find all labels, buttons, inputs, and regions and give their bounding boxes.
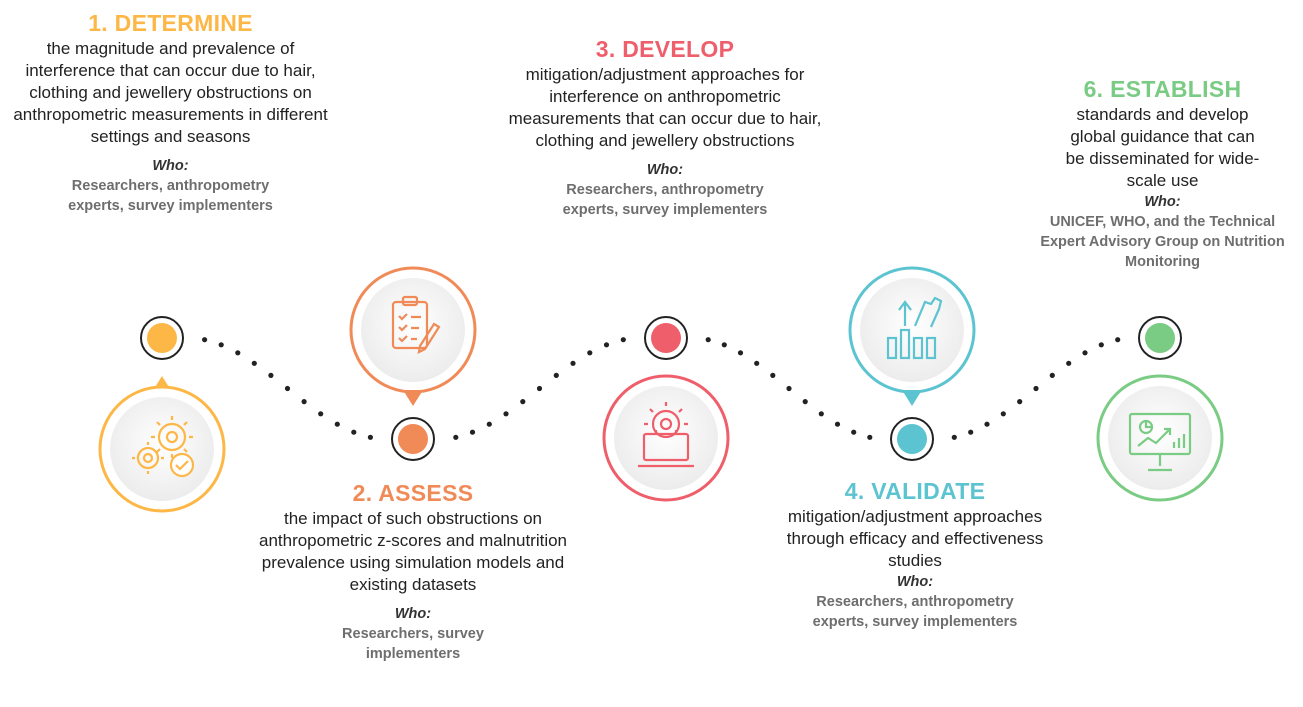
- connector-dot: [802, 399, 808, 405]
- connector-dot: [1115, 337, 1121, 343]
- connector-dot: [570, 360, 576, 366]
- connector-dot: [620, 337, 626, 343]
- step4-text: 4. VALIDATE mitigation/adjustment approa…: [765, 478, 1065, 632]
- connector-dot: [202, 337, 208, 343]
- connector-dot: [367, 434, 373, 440]
- step2-who: Researchers, survey implementers: [342, 626, 484, 662]
- step3-description: mitigation/adjustment approaches for int…: [508, 65, 822, 150]
- connector-dot: [1017, 399, 1023, 405]
- connector-dot: [218, 342, 224, 348]
- step4-marker: [890, 417, 934, 461]
- step2-heading: 2. ASSESS: [352, 480, 474, 506]
- connector-dot: [770, 372, 776, 378]
- step2-description: the impact of such obstructions on anthr…: [258, 509, 568, 594]
- presentation-chart-icon: [1128, 412, 1192, 472]
- step6-who-label: Who:: [1144, 194, 1181, 210]
- clipboard-pencil-icon: [391, 295, 441, 354]
- step3-who: Researchers, anthropometry experts, surv…: [562, 182, 768, 218]
- connector-dot: [318, 411, 324, 417]
- connector-dot: [503, 411, 509, 417]
- step4-who: Researchers, anthropometry experts, surv…: [812, 594, 1018, 630]
- connector-dot: [786, 385, 792, 392]
- connector-dot: [851, 429, 857, 435]
- step1-who: Researchers, anthropometry experts, surv…: [68, 178, 273, 214]
- connector-dot: [1049, 372, 1055, 378]
- step6-description: standards and develop global guidance th…: [1065, 105, 1260, 190]
- gears-check-icon: [132, 416, 195, 478]
- connector-dot: [235, 350, 241, 356]
- connector-dot: [721, 342, 727, 348]
- connector-dot: [351, 429, 357, 435]
- step4-who-label: Who:: [896, 574, 934, 590]
- connector-dot: [951, 434, 957, 440]
- step1-description: the magnitude and prevalence of interfer…: [13, 39, 328, 146]
- connector-dot: [834, 421, 841, 427]
- connector-dot: [705, 337, 711, 343]
- connector-dot: [469, 429, 476, 435]
- gear-laptop-icon: [638, 402, 694, 468]
- connector-dot: [268, 372, 274, 378]
- connector-dot: [301, 399, 307, 405]
- step1-who-label: Who:: [152, 158, 189, 174]
- connector-dot: [1033, 385, 1039, 392]
- connector-dot: [968, 429, 974, 435]
- connector-dot: [334, 421, 340, 427]
- step3-who-label: Who:: [646, 162, 684, 178]
- connector-dot: [587, 350, 593, 356]
- step1-heading: 1. DETERMINE: [88, 10, 253, 36]
- step2-marker: [391, 417, 435, 461]
- step2-text: 2. ASSESS the impact of such obstruction…: [252, 480, 574, 664]
- step6-marker: [1138, 316, 1182, 360]
- connector-dot: [251, 360, 257, 366]
- step3-text: 3. DEVELOP mitigation/adjustment approac…: [500, 36, 830, 220]
- connector-dot: [536, 385, 543, 392]
- connector-dot: [553, 372, 559, 378]
- step4-description: mitigation/adjustment approaches through…: [786, 507, 1044, 570]
- step1-text: 1. DETERMINE the magnitude and prevalenc…: [8, 10, 333, 216]
- connector-dot: [1066, 360, 1072, 366]
- connector-dot: [284, 385, 291, 392]
- bar-chart-hand-icon: [886, 296, 943, 360]
- connector-dot: [520, 399, 526, 405]
- step6-bubble: [1096, 374, 1224, 502]
- step3-bubble: [602, 374, 730, 502]
- dotted-connector: [202, 337, 1121, 440]
- connector-dot: [486, 421, 492, 427]
- step2-who-label: Who:: [394, 606, 432, 622]
- connector-dot: [818, 411, 824, 417]
- step1-bubble: [98, 376, 226, 513]
- connector-dot: [737, 350, 744, 356]
- connector-dot: [453, 434, 459, 440]
- step4-bubble: [848, 266, 976, 406]
- connector-dot: [1098, 342, 1104, 348]
- step2-bubble: [349, 266, 477, 406]
- connector-dot: [1082, 350, 1088, 356]
- connector-dot: [867, 434, 873, 440]
- step6-heading: 6. ESTABLISH: [1083, 76, 1242, 102]
- step3-heading: 3. DEVELOP: [595, 36, 735, 62]
- connector-dot: [984, 421, 990, 427]
- connector-dot: [754, 360, 760, 366]
- step6-who: UNICEF, WHO, and the Technical Expert Ad…: [1040, 214, 1285, 270]
- step3-marker: [644, 316, 688, 360]
- step1-marker: [140, 316, 184, 360]
- step4-heading: 4. VALIDATE: [844, 478, 986, 504]
- connector-dot: [1000, 411, 1006, 417]
- step6-text: 6. ESTABLISH standards and develop globa…: [1030, 76, 1295, 272]
- connector-dot: [603, 342, 610, 348]
